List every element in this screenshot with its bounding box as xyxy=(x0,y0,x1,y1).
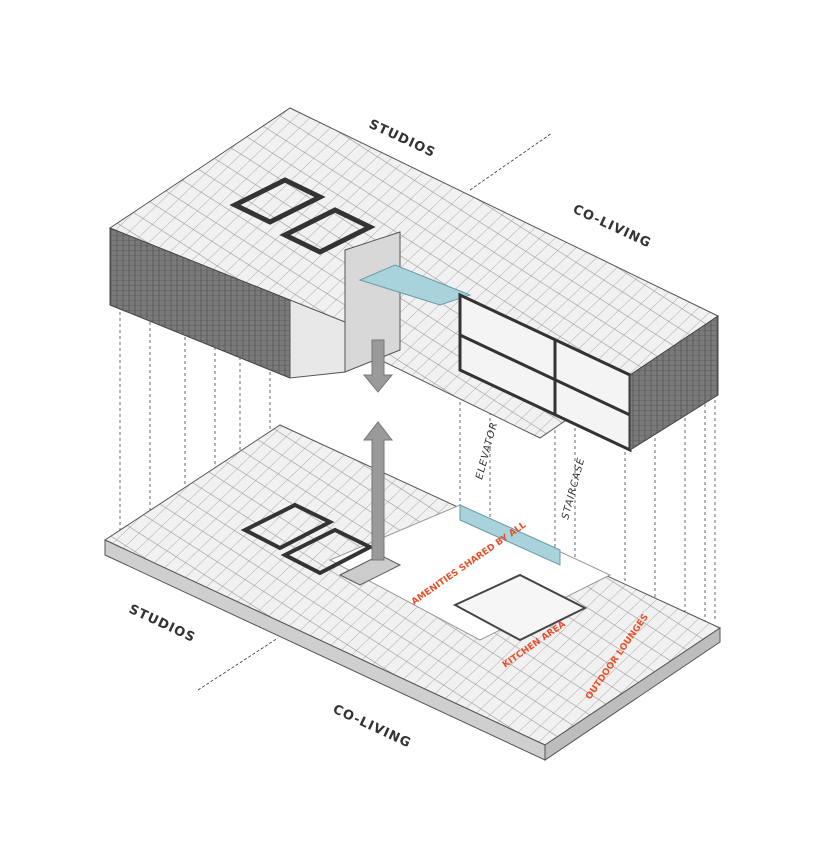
lower-coliving-label: CO-LIVING xyxy=(330,702,413,751)
elevator-label: ELEVATOR xyxy=(474,421,500,481)
upper-level-block xyxy=(108,107,719,453)
lower-level-floor xyxy=(103,424,722,761)
lower-studios-label: STUDIOS xyxy=(126,602,197,646)
vertical-circulation-arrows xyxy=(362,339,394,561)
axis-lines xyxy=(197,132,553,691)
down-arrow-icon xyxy=(362,339,394,393)
staircase-label: STAIRCASE xyxy=(560,456,587,520)
up-arrow-icon xyxy=(362,421,394,561)
upper-coliving-label: CO-LIVING xyxy=(570,202,653,251)
